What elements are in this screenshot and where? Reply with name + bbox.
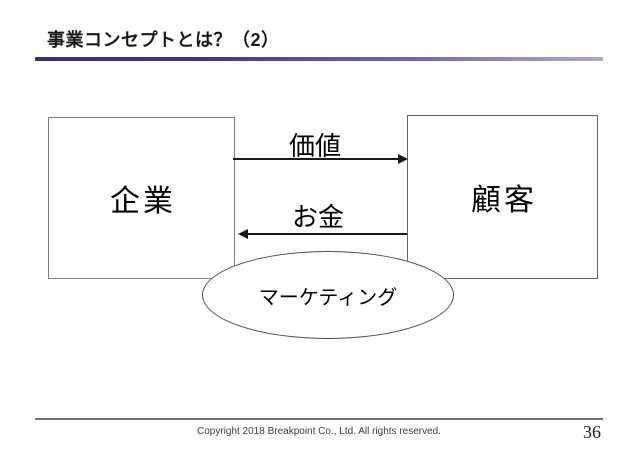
company-box: 企業 <box>48 117 235 279</box>
footer-copyright: Copyright 2018 Breakpoint Co., Ltd. All … <box>196 426 442 437</box>
page-title: 事業コンセプトとは？（2） <box>47 30 280 50</box>
title-divider <box>35 57 603 61</box>
page-number: 36 <box>583 422 601 442</box>
marketing-ellipse: マーケティング <box>202 251 454 339</box>
money-arrow-label: お金 <box>291 202 344 232</box>
customer-box: 顧客 <box>407 115 598 279</box>
right-arrowhead-icon <box>398 154 408 164</box>
money-arrow-line <box>246 233 407 235</box>
left-arrowhead-icon <box>238 229 248 239</box>
value-arrow-label: 価値 <box>288 131 341 161</box>
footer-divider <box>35 418 603 420</box>
marketing-ellipse-label: マーケティング <box>258 286 398 309</box>
value-arrow-line <box>233 158 400 160</box>
